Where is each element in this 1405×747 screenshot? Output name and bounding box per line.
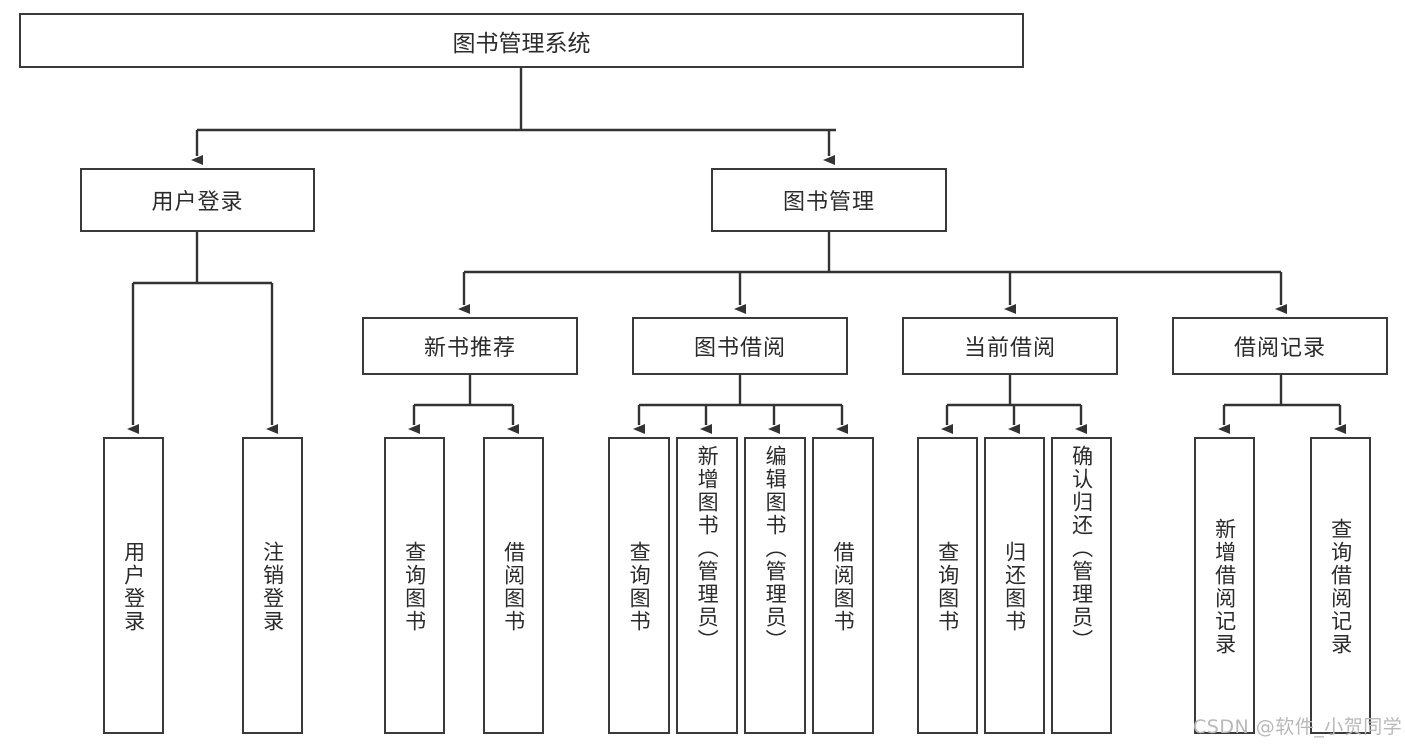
leaf-user-login-label: 用户登录 [121,540,146,633]
node-borrow-record-label: 借阅记录 [1233,336,1326,361]
leaf-cb-query-book[interactable]: 查询图书 [917,437,978,734]
leaf-nb-borrow-book[interactable]: 借阅图书 [483,437,544,734]
leaf-nb-borrow-book-label: 借阅图书 [501,540,526,633]
leaf-bb-query-book[interactable]: 查询图书 [608,437,670,734]
node-new-book-recommend-label: 新书推荐 [423,336,516,361]
leaf-bb-add-book-label: 新增图书（管理员） [695,445,720,652]
node-root[interactable]: 图书管理系统 [19,13,1024,68]
leaf-br-add-record[interactable]: 新增借阅记录 [1194,437,1255,734]
leaf-bb-edit-book[interactable]: 编辑图书（管理员） [744,437,806,734]
csdn-watermark: CSDN @软件_小贺同学 [1193,716,1403,738]
leaf-bb-edit-book-label: 编辑图书（管理员） [763,445,788,652]
node-current-borrow[interactable]: 当前借阅 [902,317,1118,375]
leaf-nb-query-book[interactable]: 查询图书 [384,437,445,734]
node-borrow-record[interactable]: 借阅记录 [1172,317,1388,375]
leaf-br-query-record[interactable]: 查询借阅记录 [1310,437,1371,734]
leaf-bb-query-book-label: 查询图书 [627,540,652,633]
node-new-book-recommend[interactable]: 新书推荐 [362,317,578,375]
leaf-nb-query-book-label: 查询图书 [402,540,427,633]
node-user-login-label: 用户登录 [151,190,244,215]
node-current-borrow-label: 当前借阅 [963,336,1056,361]
node-book-borrow[interactable]: 图书借阅 [632,317,848,375]
leaf-user-login[interactable]: 用户登录 [103,437,164,734]
leaf-cb-query-book-label: 查询图书 [935,540,960,633]
leaf-cb-confirm-return[interactable]: 确认归还（管理员） [1051,437,1112,734]
leaf-cb-confirm-return-label: 确认归还（管理员） [1069,445,1094,652]
leaf-cb-return-book[interactable]: 归还图书 [984,437,1045,734]
leaf-logout[interactable]: 注销登录 [242,437,303,734]
leaf-cb-return-book-label: 归还图书 [1002,540,1027,633]
node-book-borrow-label: 图书借阅 [693,336,786,361]
node-root-label: 图书管理系统 [452,30,591,57]
leaf-logout-label: 注销登录 [260,540,285,633]
leaf-bb-borrow-book-label: 借阅图书 [831,540,856,633]
node-book-manage[interactable]: 图书管理 [711,168,947,232]
node-book-manage-label: 图书管理 [782,190,875,215]
leaf-br-query-record-label: 查询借阅记录 [1328,517,1353,656]
leaf-br-add-record-label: 新增借阅记录 [1212,517,1237,656]
leaf-bb-add-book[interactable]: 新增图书（管理员） [676,437,738,734]
leaf-bb-borrow-book[interactable]: 借阅图书 [812,437,874,734]
node-user-login[interactable]: 用户登录 [80,168,315,232]
